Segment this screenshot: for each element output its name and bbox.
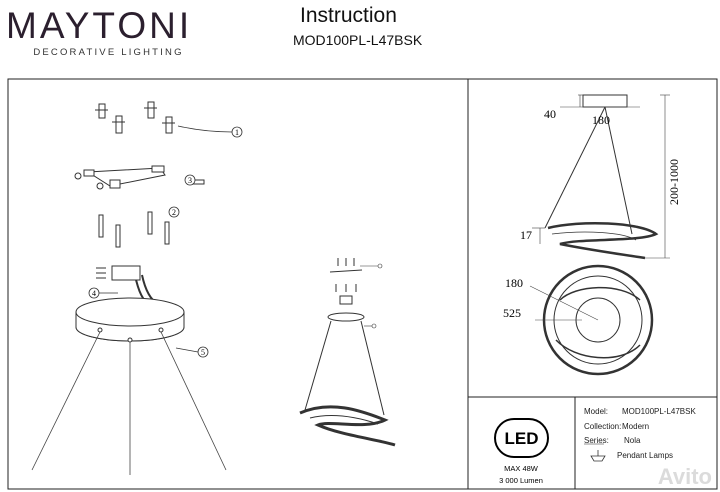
info-model-value: MOD100PL-L47BSK (622, 407, 696, 416)
dim-top-diameter: 180 (505, 276, 523, 290)
top-view-dimension-lines (529, 285, 599, 321)
info-series-value: Nola (624, 436, 641, 445)
pendant-lamp-icon (590, 450, 606, 462)
watermark: Avito (657, 464, 712, 489)
led-logo-text: LED (505, 429, 539, 448)
mounting-bracket (74, 165, 205, 190)
info-series-label: Series: (584, 436, 609, 445)
anchor-icon (98, 214, 104, 238)
dimension-lines (532, 94, 670, 259)
anchor-icon (147, 211, 153, 235)
model-code: MOD100PL-L47BSK (293, 32, 423, 48)
dim-canopy-height: 40 (544, 107, 556, 121)
screw-icon (112, 115, 125, 134)
assembled-pendant (299, 258, 396, 447)
marker-dot (371, 323, 377, 329)
callout-4-number: 4 (92, 289, 96, 298)
info-model-label: Model: (584, 407, 608, 416)
canopy-base (75, 265, 185, 343)
dim-suspension-range: 200-1000 (667, 159, 681, 205)
info-collection-value: Modern (622, 422, 649, 431)
callout-3 (184, 174, 196, 186)
document-title: Instruction (300, 4, 397, 27)
power-rating: MAX 48W (504, 464, 539, 473)
leader-line (175, 347, 199, 353)
callout-1 (231, 126, 243, 138)
suspension-cables (31, 331, 227, 475)
brand-logo: MAYTONI DECORATIVE LIGHTING (6, 5, 216, 59)
screw-icon (95, 103, 108, 119)
led-logo: LED (494, 418, 549, 458)
dim-ring-height: 17 (520, 228, 532, 242)
screw-icon (162, 116, 175, 134)
callout-5-number: 5 (201, 348, 205, 357)
brand-tagline: DECORATIVE LIGHTING (33, 47, 184, 58)
screw-icon (144, 101, 157, 119)
screws-group (95, 101, 175, 134)
callout-1-number: 1 (235, 128, 239, 137)
anchor-icon (115, 224, 121, 248)
callout-2-number: 2 (172, 208, 176, 217)
callout-5 (197, 346, 209, 358)
dim-canopy-diameter: 180 (592, 113, 610, 127)
dim-ring-diameter: 525 (503, 306, 521, 320)
marker-dot (377, 263, 383, 269)
info-collection-label: Collection: (584, 422, 621, 431)
sheet-frame (7, 78, 718, 490)
leader-line (177, 125, 233, 133)
callout-3-number: 3 (188, 176, 192, 185)
anchor-icon (164, 221, 170, 245)
info-lamp-type: Pendant Lamps (617, 451, 673, 460)
anchors-group (98, 211, 170, 248)
lumen-rating: 3 000 Lumen (499, 476, 543, 485)
callout-2 (168, 206, 180, 218)
brand-name: MAYTONI (6, 5, 193, 46)
